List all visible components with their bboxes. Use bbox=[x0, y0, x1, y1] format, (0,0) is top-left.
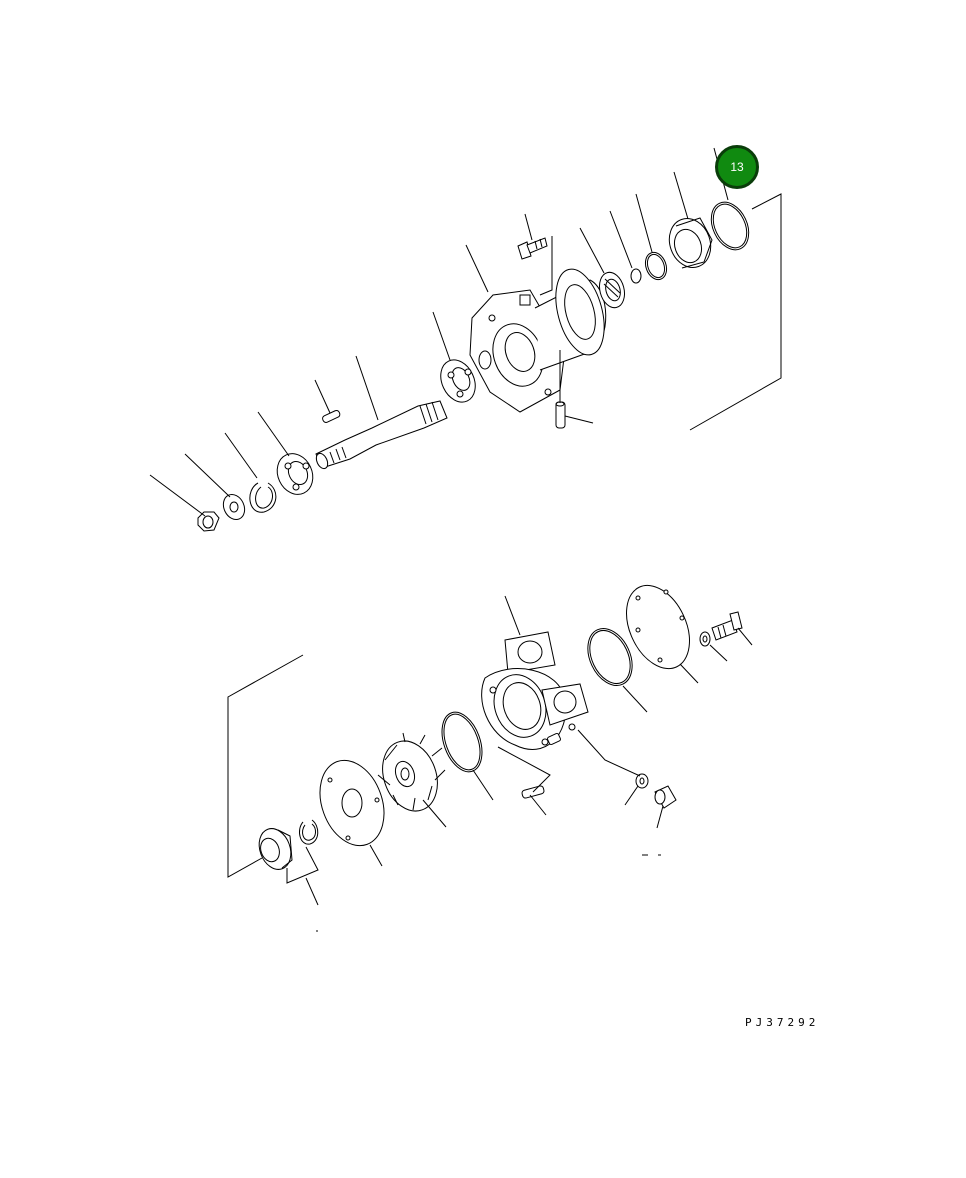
bolt-upper bbox=[517, 237, 548, 260]
lower-assembly bbox=[227, 584, 753, 932]
gasket-small bbox=[635, 773, 649, 789]
pump-body bbox=[481, 631, 589, 750]
bearing-rear bbox=[440, 359, 476, 403]
wear-plate bbox=[319, 759, 385, 847]
lower-leader-lines bbox=[286, 595, 753, 932]
upper-assembly bbox=[149, 147, 782, 532]
shaft bbox=[315, 400, 448, 470]
nut bbox=[197, 511, 220, 532]
key bbox=[322, 409, 341, 423]
impeller bbox=[377, 732, 446, 812]
ring-callout-13 bbox=[710, 201, 750, 251]
bearing-front bbox=[276, 453, 314, 495]
lower-bracket-line bbox=[227, 654, 304, 878]
drain-plug bbox=[654, 785, 677, 809]
washer-lower bbox=[699, 631, 711, 647]
o-ring-upper bbox=[644, 251, 668, 281]
snap-ring-lower bbox=[299, 819, 319, 845]
figure-id-label: PJ37292 bbox=[745, 1016, 820, 1029]
cover-plate bbox=[626, 584, 690, 670]
upper-leader-lines bbox=[149, 147, 782, 517]
sleeve bbox=[668, 217, 713, 269]
washer bbox=[222, 493, 246, 521]
pump-housing bbox=[469, 268, 607, 413]
dowel-pin-upper bbox=[555, 401, 566, 429]
cup-seal bbox=[258, 828, 293, 870]
callout-badge-13[interactable]: 13 bbox=[715, 145, 759, 189]
o-ring-lower-right bbox=[587, 628, 633, 686]
callout-number: 13 bbox=[730, 160, 744, 174]
o-ring-lower-left bbox=[441, 711, 483, 773]
bolt-lower bbox=[711, 611, 743, 641]
oil-seal bbox=[599, 271, 625, 309]
small-ring bbox=[630, 268, 642, 284]
snap-ring bbox=[249, 482, 277, 513]
